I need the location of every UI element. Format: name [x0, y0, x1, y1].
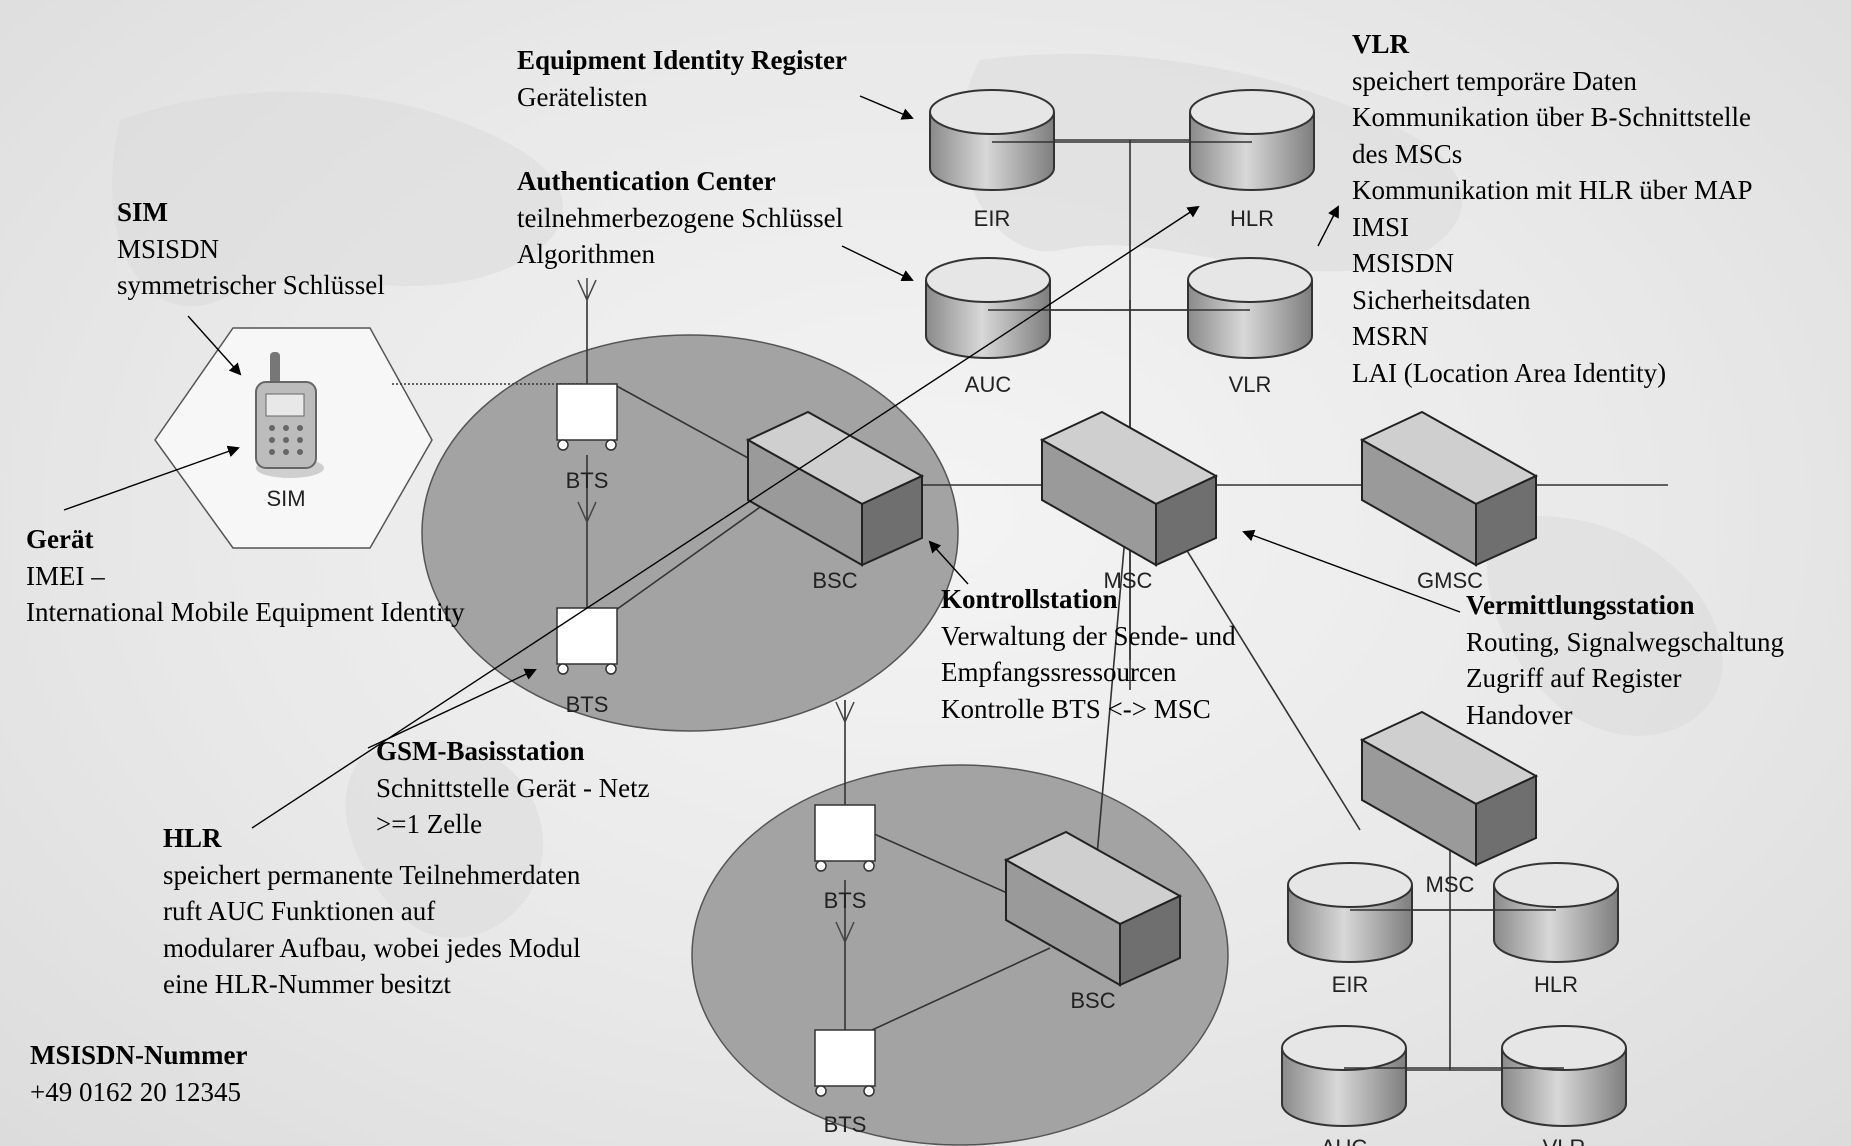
annotation-vlr-line: Kommunikation mit HLR über MAP: [1352, 175, 1753, 205]
annotation-eir-line: Gerätelisten: [517, 81, 648, 112]
annotation-kontroll-line: Verwaltung der Sende- und: [941, 620, 1236, 651]
label-msc-2: MSC: [1426, 872, 1475, 897]
annotation-vermittlungsstation: Vermittlungsstation Routing, Signalwegsc…: [1466, 587, 1784, 733]
label-eir-top: EIR: [974, 206, 1011, 231]
annotation-kontroll-line: Empfangssressourcen: [941, 657, 1177, 687]
annotation-vermittlung-line: Routing, Signalwegschaltung: [1466, 626, 1784, 657]
annotation-vlr-line: MSISDN: [1352, 248, 1455, 278]
annotation-geraet-line: IMEI –: [26, 560, 105, 591]
annotation-auc-line: teilnehmerbezogene Schlüssel: [517, 202, 844, 233]
annotation-gsm-line: Schnittstelle Gerät - Netz: [376, 772, 650, 803]
annotation-gsm-line: >=1 Zelle: [376, 809, 483, 839]
vlr-top-cylinder: [1187, 257, 1313, 359]
annotation-kontroll-line: Kontrolle BTS <-> MSC: [941, 693, 1211, 724]
label-vlr-bottom: VLR: [1543, 1135, 1586, 1146]
label-bts-4: BTS: [824, 1112, 867, 1137]
annotation-sim-title: SIM: [117, 197, 169, 227]
annotation-hlr-line: speichert permanente Teilnehmerdaten: [163, 859, 581, 890]
hlr-bottom-cylinder: [1493, 862, 1619, 963]
annotation-vlr-line: LAI (Location Area Identity): [1352, 357, 1667, 388]
label-bts-2: BTS: [566, 692, 609, 717]
label-sim: SIM: [266, 486, 305, 511]
label-bsc-1: BSC: [812, 568, 857, 593]
auc-bottom-cylinder: [1281, 1025, 1407, 1127]
label-bsc-2: BSC: [1070, 988, 1115, 1013]
antennas: [577, 278, 855, 946]
annotation-hlr-line: ruft AUC Funktionen auf: [163, 896, 436, 926]
annotation-vlr-line: des MSCs: [1352, 138, 1463, 169]
switch-boxes: [745, 410, 1539, 987]
annotation-vlr-line: Kommunikation über B-Schnittstelle: [1352, 102, 1751, 132]
annotation-auc-title: Authentication Center: [517, 166, 776, 196]
annotation-hlr-title: HLR: [163, 823, 222, 853]
annotation-sim: SIM MSISDN symmetrischer Schlüssel: [117, 194, 385, 304]
annotation-kontrollstation: Kontrollstation Verwaltung der Sende- un…: [941, 581, 1236, 727]
device-labels: EIR HLR AUC VLR SIM BTS BTS BTS BTS BSC …: [266, 206, 1585, 1146]
label-msc-1: MSC: [1104, 568, 1153, 593]
annotation-vlr-title: VLR: [1352, 29, 1410, 59]
label-auc-top: AUC: [965, 372, 1012, 397]
annotation-arrows: [63, 95, 1461, 829]
label-hlr-bottom: HLR: [1534, 972, 1578, 997]
annotation-vermittlung-line: Handover: [1466, 699, 1573, 730]
annotation-hlr-line: modularer Aufbau, wobei jedes Modul: [163, 932, 581, 963]
annotation-eir: Equipment Identity Register Gerätelisten: [517, 42, 847, 115]
vlr-bottom-cylinder: [1501, 1025, 1627, 1127]
register-links: [988, 141, 1564, 1069]
label-bts-1: BTS: [566, 468, 609, 493]
label-bts-3: BTS: [824, 888, 867, 913]
annotation-gsm-title: GSM-Basisstation: [376, 736, 585, 766]
annotation-sim-line: MSISDN: [117, 233, 220, 264]
phone-icon: [255, 352, 324, 478]
annotation-hlr: HLR speichert permanente Teilnehmerdaten…: [163, 820, 581, 1003]
annotation-kontroll-title: Kontrollstation: [941, 584, 1118, 614]
bts-wheels: [557, 439, 875, 1097]
annotation-geraet: Gerät IMEI – International Mobile Equipm…: [26, 521, 465, 631]
label-hlr-top: HLR: [1230, 206, 1274, 231]
annotation-vlr: VLR speichert temporäre Daten Kommunikat…: [1352, 26, 1753, 391]
annotation-eir-title: Equipment Identity Register: [517, 45, 847, 75]
annotation-vlr-line: speichert temporäre Daten: [1352, 65, 1637, 96]
annotation-vermittlung-title: Vermittlungsstation: [1466, 590, 1695, 620]
eir-top-cylinder: [929, 89, 1055, 191]
annotation-msisdn: MSISDN-Nummer +49 0162 20 12345: [30, 1037, 247, 1110]
eir-bottom-cylinder: [1287, 862, 1413, 963]
annotation-msisdn-number: +49 0162 20 12345: [30, 1076, 241, 1107]
label-auc-bottom: AUC: [1321, 1135, 1368, 1146]
annotation-msisdn-title: MSISDN-Nummer: [30, 1040, 248, 1070]
annotation-geraet-title: Gerät: [26, 524, 94, 554]
label-gmsc: GMSC: [1417, 568, 1483, 593]
database-cylinders: [925, 89, 1627, 1127]
annotation-auc: Authentication Center teilnehmerbezogene…: [517, 163, 843, 273]
annotation-sim-line: symmetrischer Schlüssel: [117, 270, 385, 300]
annotation-vermittlung-line: Zugriff auf Register: [1466, 663, 1682, 693]
annotation-gsm-basisstation: GSM-Basisstation Schnittstelle Gerät - N…: [376, 733, 650, 843]
hlr-top-cylinder: [1189, 89, 1315, 191]
auc-top-cylinder: [925, 257, 1051, 359]
annotation-auc-line: Algorithmen: [517, 239, 655, 269]
annotation-vlr-line: Sicherheitsdaten: [1352, 284, 1531, 315]
annotation-hlr-line: eine HLR-Nummer besitzt: [163, 969, 451, 999]
label-eir-bottom: EIR: [1332, 972, 1369, 997]
annotation-vlr-line: IMSI: [1352, 211, 1410, 242]
annotation-geraet-line: International Mobile Equipment Identity: [26, 597, 465, 627]
bts-units: [556, 383, 876, 1087]
annotation-vlr-line: MSRN: [1352, 321, 1429, 351]
label-vlr-top: VLR: [1229, 372, 1272, 397]
